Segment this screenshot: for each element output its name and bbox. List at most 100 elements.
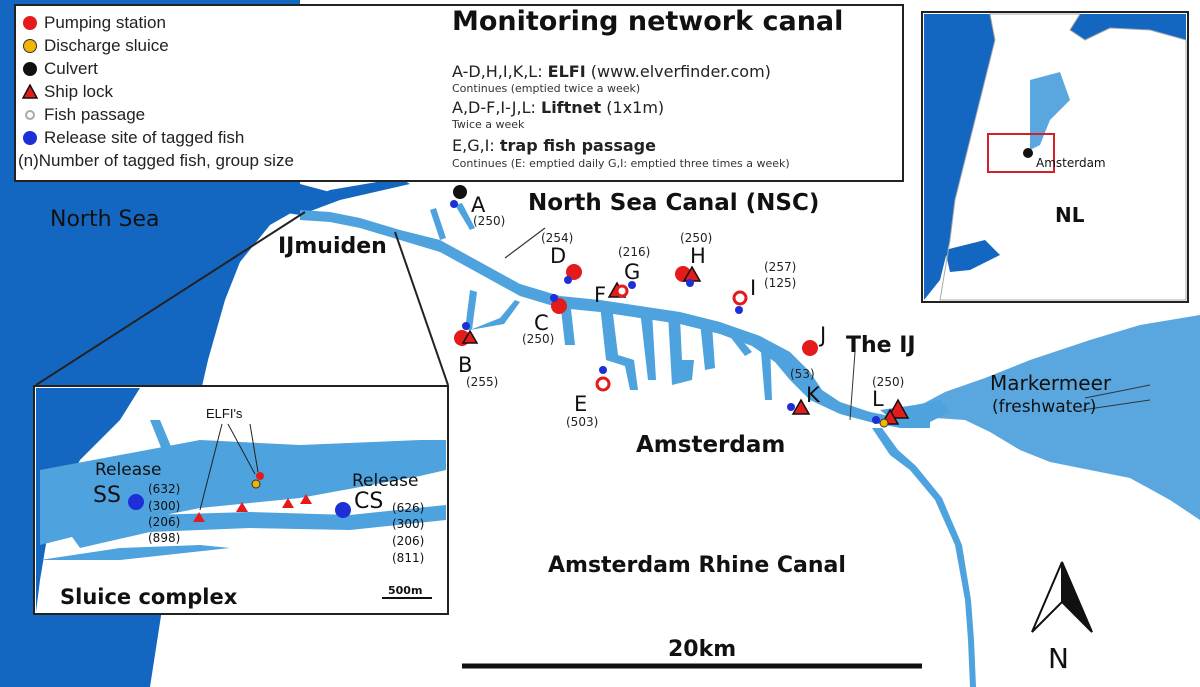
method-extra: (www.elverfinder.com) [585, 62, 771, 81]
site-letters: A B C D E F G H I J K L [458, 193, 884, 416]
site-markers [450, 185, 910, 428]
label-the-ij: The IJ [846, 333, 916, 358]
site-count-l: (250) [872, 375, 904, 389]
harbour-basins [560, 300, 772, 400]
site-letter-f: F [594, 283, 606, 307]
nl-inset-label: NL [1055, 203, 1085, 227]
ss-count-1: (632) [148, 482, 180, 496]
site-count-i2: (125) [764, 276, 796, 290]
site-count-a: (250) [473, 214, 505, 228]
method-liftnet-note: Twice a week [452, 118, 525, 131]
site-letter-a: A [471, 193, 486, 217]
ss-label: SS [93, 483, 121, 508]
label-freshwater: (freshwater) [992, 397, 1096, 417]
method-elfi: A-D,H,I,K,L: ELFI (www.elverfinder.com) [452, 62, 771, 81]
site-count-e: (503) [566, 415, 598, 429]
site-letter-b: B [458, 353, 472, 377]
legend: Pumping station Discharge sluice Culvert… [14, 4, 904, 182]
blue-circle-icon [22, 130, 38, 146]
legend-item-sluice: Discharge sluice [22, 35, 169, 57]
method-liftnet: A,D-F,I-J,L: Liftnet (1x1m) [452, 98, 664, 117]
label-arc: Amsterdam Rhine Canal [548, 553, 846, 578]
legend-label: Pumping station [44, 13, 166, 32]
method-sites: A,D-F,I-J,L: [452, 98, 541, 117]
method-extra: (1x1m) [601, 98, 665, 117]
label-amsterdam: Amsterdam [636, 432, 785, 458]
ss-count-4: (898) [148, 531, 180, 545]
sluice-scale-label: 500m [388, 584, 422, 597]
yellow-circle-icon [22, 38, 38, 54]
elfis-label: ELFI's [206, 406, 243, 421]
site-letter-j: J [818, 323, 826, 347]
site-letter-l: L [872, 387, 884, 411]
legend-label: Fish passage [44, 105, 146, 124]
method-sites: A-D,H,I,K,L: [452, 62, 548, 81]
side-canals [430, 203, 520, 330]
site-count-g: (216) [618, 245, 650, 259]
cs-label: CS [354, 489, 383, 514]
legend-label: Ship lock [44, 82, 113, 101]
method-sites: E,G,I: [452, 136, 500, 155]
legend-item-release: Release site of tagged fish [22, 127, 244, 149]
site-count-k: (53) [790, 367, 815, 381]
legend-item-shiplock: Ship lock [21, 81, 113, 103]
legend-label: Discharge sluice [44, 36, 169, 55]
method-name: ELFI [547, 62, 586, 81]
sluice-complex-title: Sluice complex [60, 585, 238, 609]
site-counts: (250) (255) (250) (254) (503) (216) (250… [466, 214, 904, 429]
site-letter-k: K [806, 383, 821, 407]
north-label: N [1048, 642, 1069, 675]
sluice-complex-inset: ELFI's Release SS Release CS (632) (300)… [33, 385, 449, 615]
ij-connection [880, 400, 950, 426]
legend-label: (n)Number of tagged fish, group size [18, 151, 294, 170]
legend-item-fishpassage: Fish passage [22, 104, 145, 126]
release-cs-label: Release [352, 471, 418, 491]
site-letter-h: H [690, 244, 706, 268]
ring-icon [22, 107, 38, 123]
markermeer-water [915, 315, 1200, 520]
amsterdam-rhine-canal [872, 428, 976, 687]
red-triangle-icon [21, 83, 39, 100]
legend-title: Monitoring network canal [452, 6, 844, 37]
label-ijmuiden: IJmuiden [278, 234, 387, 259]
red-circle-icon [22, 15, 38, 31]
scale-bar-label: 20km [668, 637, 736, 662]
site-letter-g: G [624, 260, 640, 284]
site-letter-e: E [574, 392, 587, 416]
site-count-i: (257) [764, 260, 796, 274]
legend-item-count: (n)Number of tagged fish, group size [18, 150, 294, 172]
site-count-h: (250) [680, 231, 712, 245]
ss-count-2: (300) [148, 499, 180, 513]
method-name: Liftnet [541, 98, 602, 117]
legend-item-pumping: Pumping station [22, 12, 166, 34]
site-letter-i: I [750, 276, 756, 300]
label-nsc: North Sea Canal (NSC) [528, 190, 819, 216]
legend-label: Release site of tagged fish [44, 128, 245, 147]
coast-pier [280, 178, 410, 215]
site-letter-c: C [534, 311, 549, 335]
cs-count-2: (300) [392, 517, 424, 531]
site-count-d: (254) [541, 231, 573, 245]
method-trap: E,G,I: trap fish passage [452, 136, 656, 155]
ss-count-3: (206) [148, 515, 180, 529]
site-letter-d: D [550, 244, 566, 268]
nl-inset-city: Amsterdam [1036, 156, 1106, 170]
nl-inset: Amsterdam NL [921, 11, 1189, 303]
cs-count-4: (811) [392, 551, 424, 565]
label-markermeer: Markermeer [990, 371, 1112, 395]
cs-count-3: (206) [392, 534, 424, 548]
method-trap-note: Continues (E: emptied daily G,I: emptied… [452, 157, 790, 170]
north-arrow-icon [1031, 561, 1093, 633]
legend-item-culvert: Culvert [22, 58, 98, 80]
black-circle-icon [22, 61, 38, 77]
method-name: trap fish passage [499, 136, 656, 155]
release-ss-label: Release [95, 460, 161, 480]
legend-label: Culvert [44, 59, 98, 78]
site-count-c: (250) [522, 332, 554, 346]
site-count-b: (255) [466, 375, 498, 389]
label-north-sea: North Sea [50, 207, 160, 232]
method-elfi-note: Continues (emptied twice a week) [452, 82, 641, 95]
cs-count-1: (626) [392, 501, 424, 515]
